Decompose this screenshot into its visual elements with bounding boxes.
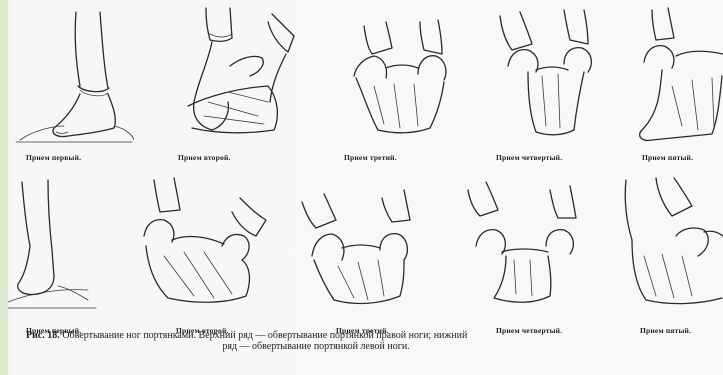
figure-caption: Рис. 18. Обвертывание ног портянками. Ве… bbox=[26, 330, 716, 352]
caption-top-4: Прием четвертый. bbox=[496, 153, 562, 162]
illustration-top-3 bbox=[334, 6, 458, 146]
figure-caption-line1: Обвертывание ног портянками. Верхний ряд… bbox=[62, 330, 467, 341]
caption-top-3: Прием третий. bbox=[344, 153, 397, 162]
caption-top-2: Прием второй. bbox=[178, 153, 231, 162]
illustration-top-2 bbox=[168, 6, 310, 146]
figure-caption-line2: ряд — обвертывание портянкой левой ноги. bbox=[26, 341, 716, 352]
caption-top-1: Прием первый. bbox=[26, 153, 81, 162]
illustration-bottom-1 bbox=[8, 176, 98, 314]
caption-top-5: Прием пятый. bbox=[642, 153, 693, 162]
page-edge bbox=[0, 0, 8, 375]
illustration-top-5 bbox=[632, 6, 723, 146]
illustration-top-1 bbox=[14, 8, 134, 148]
illustration-bottom-2 bbox=[134, 176, 290, 316]
figure-label: Рис. 18. bbox=[26, 330, 60, 341]
illustration-bottom-3 bbox=[296, 176, 426, 316]
illustration-bottom-5 bbox=[616, 176, 723, 316]
illustration-top-4 bbox=[488, 6, 608, 146]
illustration-bottom-4 bbox=[454, 176, 602, 316]
